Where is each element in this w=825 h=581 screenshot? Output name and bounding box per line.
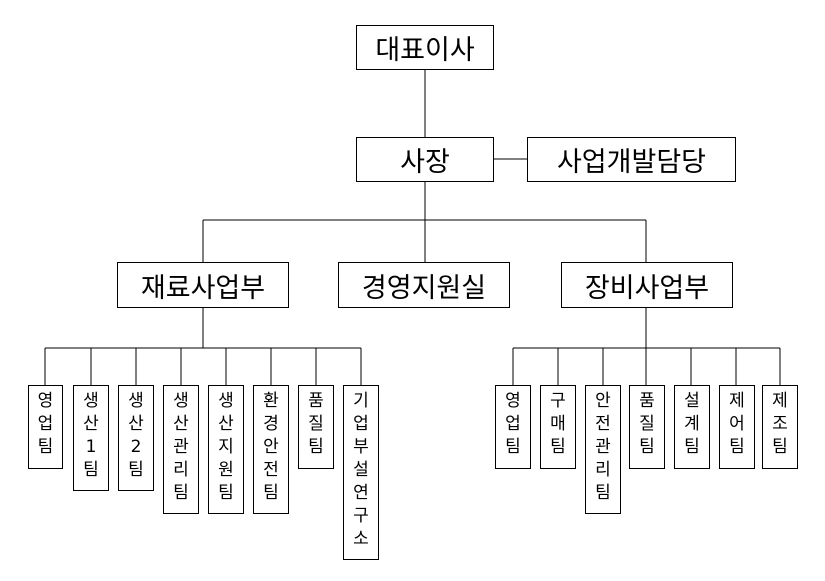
president-label: 사장 [400,147,450,178]
equipment-team-box: 영업팀 [495,385,531,469]
business-dev-box: 사업개발담당 [527,137,736,182]
materials-team-box: 생산지원팀 [208,385,244,514]
materials-division-label: 재료사업부 [140,272,266,304]
team-label: 생산1팀 [83,391,99,480]
equipment-team-box: 제조팀 [762,385,798,469]
management-support-box: 경영지원실 [338,262,510,308]
team-label: 품질팀 [308,391,324,457]
equipment-team-box: 제어팀 [719,385,755,469]
materials-team-box: 생산관리팀 [163,385,199,514]
team-label: 품질팀 [639,391,655,457]
equipment-division-box: 장비사업부 [561,262,733,308]
equipment-team-box: 안전관리팀 [585,385,621,514]
management-support-label: 경영지원실 [361,272,487,304]
team-label: 생산지원팀 [218,391,234,503]
team-label: 기업부설연구소 [353,391,369,549]
ceo-box: 대표이사 [356,25,494,70]
team-label: 영업팀 [505,391,521,457]
equipment-team-box: 품질팀 [629,385,665,469]
equipment-team-box: 설계팀 [674,385,710,469]
materials-division-box: 재료사업부 [117,262,289,308]
team-label: 제조팀 [772,391,788,457]
materials-team-box: 생산2팀 [118,385,154,491]
president-box: 사장 [356,137,494,182]
team-label: 환경안전팀 [263,391,279,503]
team-label: 영업팀 [37,391,54,457]
materials-team-box: 영업팀 [28,385,63,469]
team-label: 안전관리팀 [595,391,611,503]
team-label: 구매팀 [550,391,566,457]
team-label: 설계팀 [684,391,700,457]
team-label: 제어팀 [729,391,745,457]
equipment-division-label: 장비사업부 [584,272,710,304]
equipment-team-box: 구매팀 [540,385,576,469]
materials-team-box: 생산1팀 [73,385,109,491]
ceo-label: 대표이사 [375,35,475,66]
materials-team-box: 기업부설연구소 [343,385,379,560]
team-label: 생산2팀 [128,391,144,480]
business-dev-label: 사업개발담당 [556,147,707,178]
materials-team-box: 환경안전팀 [253,385,289,514]
materials-team-box: 품질팀 [298,385,334,469]
team-label: 생산관리팀 [173,391,189,503]
